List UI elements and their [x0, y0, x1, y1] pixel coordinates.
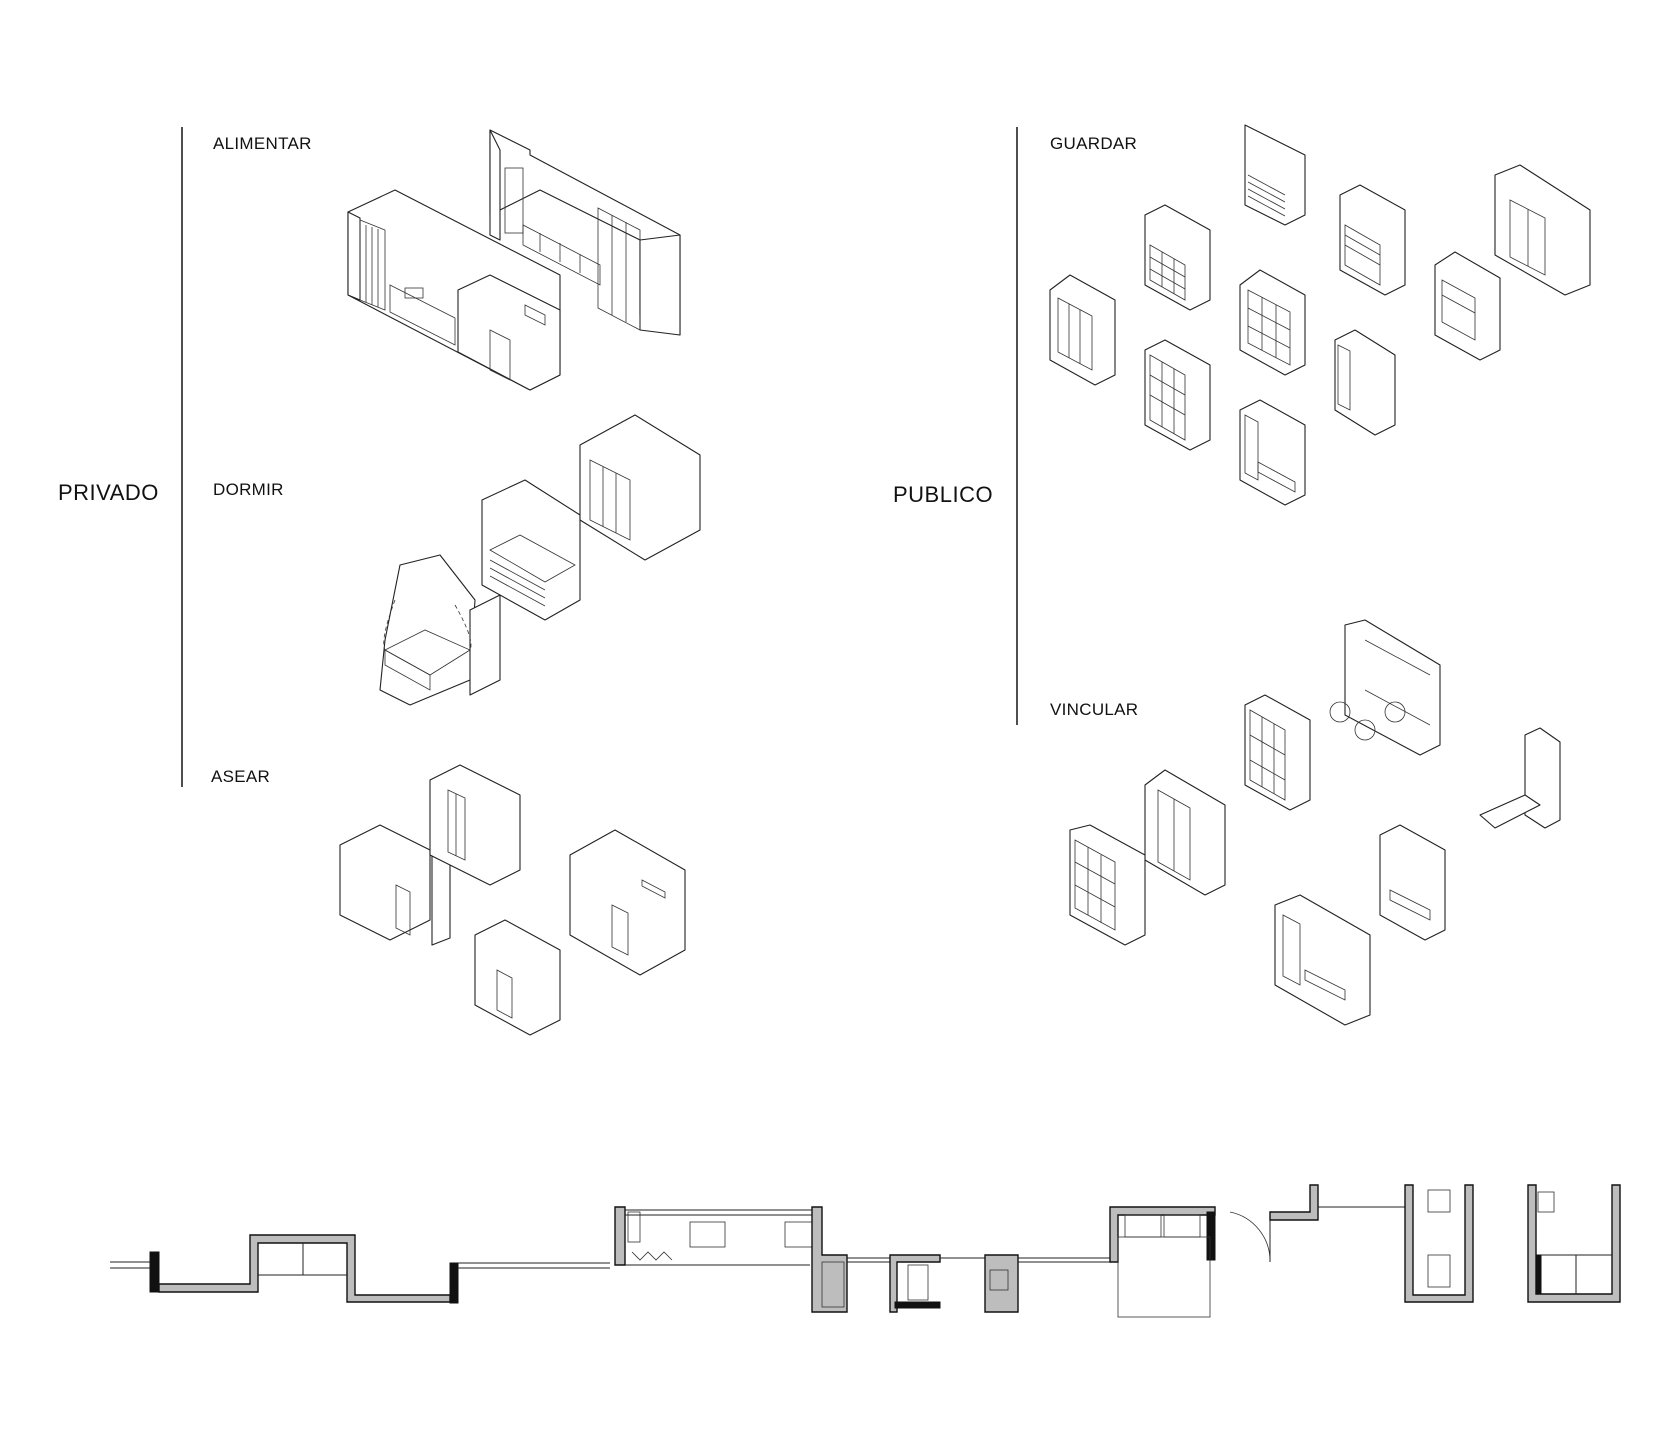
module-bed-cabinet: [579, 414, 701, 561]
module-bath-1: [339, 824, 451, 946]
module-kitchen-short: [347, 189, 561, 391]
module-closet-bench: [1274, 894, 1371, 1026]
module-storage-8: [1144, 339, 1211, 451]
module-bed-fold: [379, 554, 501, 706]
module-storage-2: [1144, 204, 1211, 311]
module-bed-drawers: [481, 479, 581, 621]
module-bath-4: [474, 919, 561, 1036]
module-storage-3: [1244, 124, 1306, 226]
module-storage-4: [1239, 269, 1306, 376]
category-label-alimentar: ALIMENTAR: [213, 134, 312, 153]
category-label-guardar: GUARDAR: [1050, 134, 1138, 153]
module-bath-3: [569, 829, 686, 976]
zone-title-publico: PUBLICO: [893, 482, 994, 507]
module-kitchen-long: [489, 129, 681, 336]
module-storage-10: [1239, 399, 1306, 506]
module-shelving: [1069, 824, 1146, 946]
module-lockers: [1244, 694, 1311, 811]
module-wardrobe: [1144, 769, 1226, 896]
module-bench-frame: [1379, 824, 1446, 941]
module-storage-9: [1334, 329, 1396, 436]
module-bike-rack: [1329, 619, 1441, 756]
zone-title-privado: PRIVADO: [58, 480, 159, 505]
module-storage-6: [1494, 164, 1591, 296]
category-label-dormir: DORMIR: [213, 480, 284, 499]
category-label-vincular: VINCULAR: [1050, 700, 1139, 719]
module-storage-1: [1049, 274, 1116, 386]
module-bench-l: [1479, 727, 1561, 829]
module-storage-7: [1434, 251, 1501, 361]
module-storage-5: [1339, 184, 1406, 296]
category-label-asear: ASEAR: [211, 767, 271, 786]
module-bath-2: [429, 764, 521, 886]
